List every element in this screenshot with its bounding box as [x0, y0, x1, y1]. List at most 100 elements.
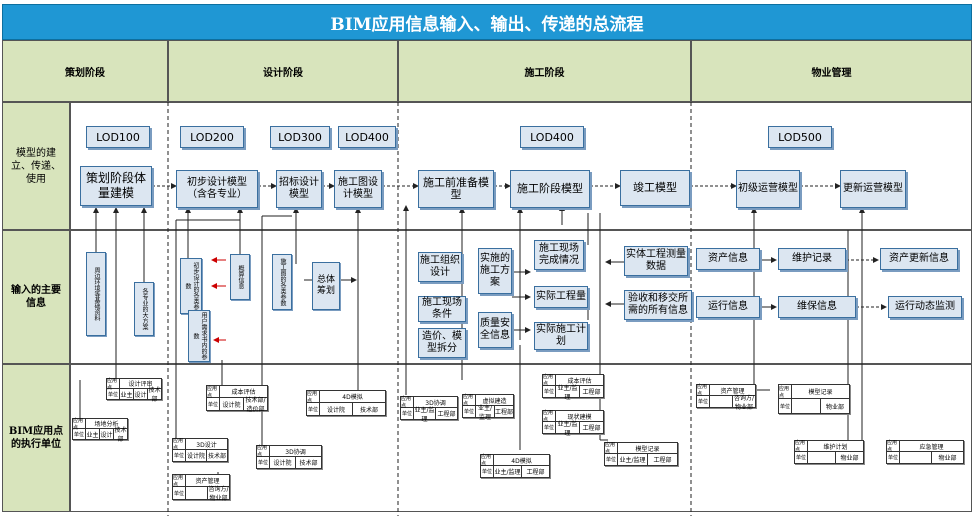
unit-app-label: 应用点 [481, 454, 494, 467]
input-actual-schedule: 实际施工计划 [534, 322, 588, 350]
row-label-unit: BIM应用点的执行单位 [2, 364, 70, 512]
model-pre-construction: 施工前准备模型 [418, 170, 494, 208]
unit-party: 技术部 [207, 453, 226, 460]
unit-app-label: 应用点 [543, 410, 556, 423]
lod-400-construction: LOD400 [520, 126, 584, 148]
unit-org-label: 单位 [697, 396, 710, 407]
phase-design: 设计阶段 [168, 40, 398, 102]
input-overall-planning: 总体筹划 [312, 262, 340, 310]
unit-org-label: 单位 [543, 422, 556, 433]
unit-party: 业主 [120, 389, 134, 399]
unit-party: 工程部 [653, 457, 672, 464]
input-site-progress: 施工现场完成情况 [534, 240, 584, 270]
input-site-conditions: 施工现场条件 [418, 296, 466, 322]
unit-party: 物业部 [840, 455, 859, 462]
input-estimate: 概算信息 [230, 254, 250, 300]
unit-party: 物业部 [825, 403, 844, 411]
execution-unit: 应用点模型记录单位物业部 [778, 384, 850, 414]
row-label-input: 输入的主要信息 [2, 230, 70, 364]
unit-name: 成本评估 [231, 389, 256, 396]
unit-party: 工程部 [437, 411, 456, 418]
unit-party [808, 452, 836, 463]
unit-name: 设计评审 [128, 381, 153, 388]
unit-party: 业主/监理 [618, 454, 648, 465]
unit-party: 设计 [100, 429, 114, 439]
unit-app-label: 应用点 [697, 384, 710, 397]
execution-unit: 应用点成本评估单位设计院技术部/造价部 [206, 385, 268, 413]
unit-name: 资产管理 [195, 478, 220, 485]
input-operation-info: 运行信息 [696, 296, 760, 318]
input-preliminary-params: 初步设计的各类参数 [180, 258, 202, 314]
input-maintenance-record: 维护记录 [778, 248, 846, 270]
model-tender: 招标设计模型 [276, 170, 322, 208]
execution-unit: 应用点设计评审单位业主设计技术部 [106, 378, 162, 403]
unit-party: 业主 [86, 429, 100, 439]
unit-app-label: 应用点 [207, 386, 220, 399]
input-quality-safety: 质量安全信息 [478, 312, 512, 348]
unit-party: 设计 [134, 389, 148, 399]
input-asset-update: 资产更新信息 [880, 248, 958, 270]
unit-org-label: 单位 [543, 386, 556, 397]
unit-name: 模型记录 [635, 445, 660, 453]
unit-name: 资产管理 [720, 387, 745, 395]
execution-unit: 应用点 模型记录单位业主/监理工程部 [604, 442, 678, 466]
unit-party: 技术部 [299, 460, 318, 467]
execution-unit: 应用点场地分析单位业主设计技术部 [72, 418, 128, 443]
unit-app-label: 应用点 [73, 418, 86, 431]
unit-app-label: 应用点 [173, 438, 186, 451]
unit-org-label: 单位 [795, 452, 808, 463]
unit-party: 设计院 [320, 403, 353, 415]
lod-100: LOD100 [86, 126, 150, 148]
execution-unit: 应用点应急管理单位物业部 [886, 440, 964, 464]
input-construction-plan: 实施的施工方案 [478, 248, 512, 294]
unit-party: 设计院 [220, 398, 244, 410]
lod-500: LOD500 [768, 126, 832, 148]
execution-unit: 应用点资产管理单位咨询方/物业部 [696, 384, 756, 411]
unit-name: 4D模拟 [511, 457, 532, 465]
input-handover-info: 验收和移交所需的所有信息 [624, 290, 692, 320]
unit-app-label: 应用点 [307, 391, 320, 404]
unit-party: 物业部 [938, 455, 957, 462]
unit-org-label: 单位 [605, 454, 618, 465]
unit-org-label: 单位 [779, 399, 792, 413]
unit-name: 虚拟建造 [482, 397, 507, 405]
unit-org-label: 单位 [307, 403, 320, 415]
input-actual-quantity: 实际工程量 [534, 286, 588, 308]
unit-party [710, 396, 733, 407]
unit-org-label: 单位 [73, 429, 86, 439]
unit-party: 业主/监理 [556, 421, 580, 437]
unit-party: 技术部/造价部 [245, 397, 266, 413]
execution-unit: 应用点资产管理单位咨询方/物业部 [172, 474, 230, 502]
unit-org-label: 单位 [257, 457, 270, 468]
lod-300: LOD300 [270, 126, 330, 148]
lod-200: LOD200 [180, 126, 244, 148]
unit-party [900, 452, 932, 463]
model-initial-operation: 初级运营模型 [736, 170, 800, 208]
unit-party: 工程部 [582, 389, 601, 396]
unit-name: 3D协调 [285, 448, 306, 456]
input-site-data: 周边环境等基础资料 [86, 252, 106, 336]
unit-party: 工程部 [582, 425, 601, 432]
phase-planning: 策划阶段 [2, 40, 168, 102]
input-construction-org: 施工组织设计 [418, 252, 462, 282]
input-user-requirements: 用户需求书内的参数 [188, 310, 210, 362]
unit-app-label: 应用点 [779, 385, 792, 399]
unit-app-label: 应用点 [401, 396, 414, 409]
execution-unit: 应用点虚拟建造单位业主/监理工程部 [462, 394, 514, 421]
model-planning: 策划阶段体量建模 [80, 166, 152, 206]
unit-org-label: 单位 [887, 452, 900, 463]
unit-name: 3D协调 [425, 399, 446, 407]
unit-org-label: 单位 [173, 487, 186, 499]
unit-org-label: 单位 [107, 389, 120, 399]
unit-app-label: 应用点 [795, 440, 808, 453]
unit-name: 现状建模 [567, 413, 592, 421]
unit-app-label: 应用点 [605, 442, 618, 455]
unit-party: 业主/监理 [414, 406, 436, 423]
input-cd-params: 施工图的各类参数 [272, 254, 292, 310]
input-cost-split: 造价、模型拆分 [418, 328, 466, 358]
execution-unit: 应用点成本评估单位业主/监理工程部 [542, 374, 604, 401]
unit-party: 技术部 [114, 427, 127, 443]
